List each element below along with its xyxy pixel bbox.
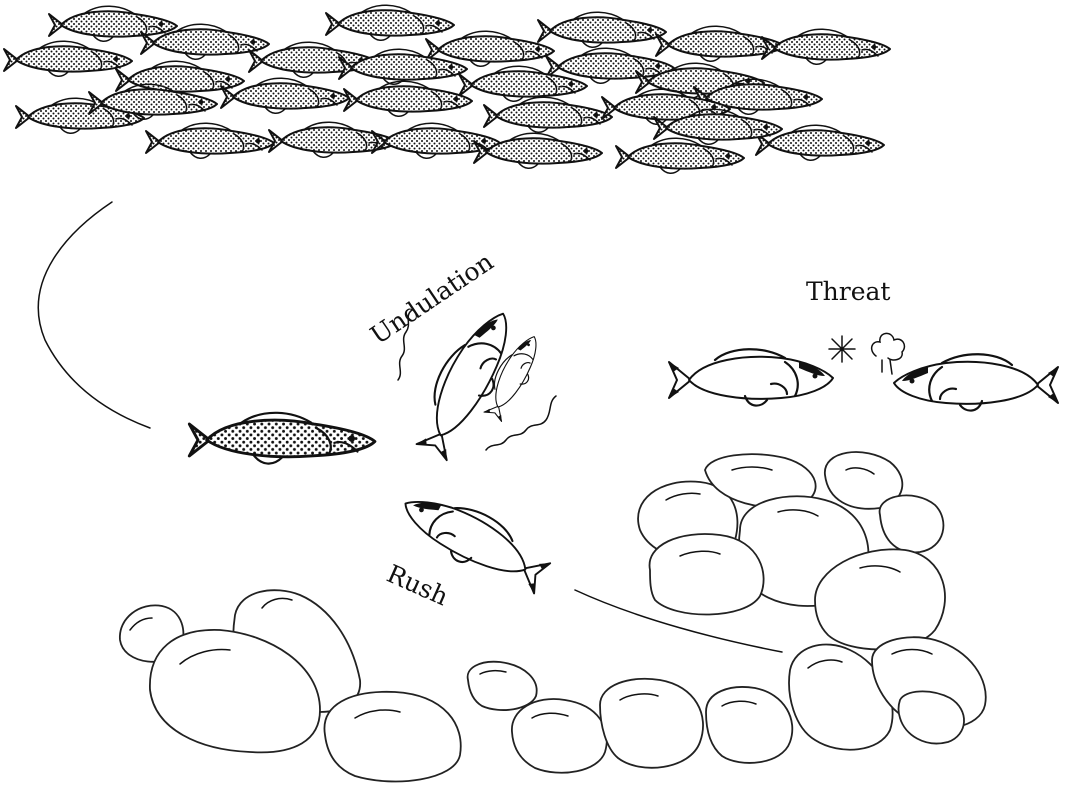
threat-burst-icon [829, 336, 855, 362]
school-fish [484, 97, 612, 132]
school-fish [49, 6, 177, 41]
school-fish [344, 81, 472, 116]
fish-school [4, 5, 890, 173]
threat-fish-right [894, 354, 1058, 410]
school-fish [762, 29, 890, 64]
school-fish [326, 5, 454, 40]
school-fish [616, 138, 744, 173]
school-fish [538, 12, 666, 47]
rush-label: Rush [383, 559, 453, 611]
descent-trail [38, 202, 150, 428]
rock-pile-right [638, 452, 945, 649]
threat-fish-left [669, 349, 833, 405]
approaching-fish [189, 413, 375, 464]
threat-cloud-icon [872, 333, 905, 374]
school-fish [4, 41, 132, 76]
threat-label: Threat [806, 277, 890, 306]
school-fish [146, 123, 274, 158]
